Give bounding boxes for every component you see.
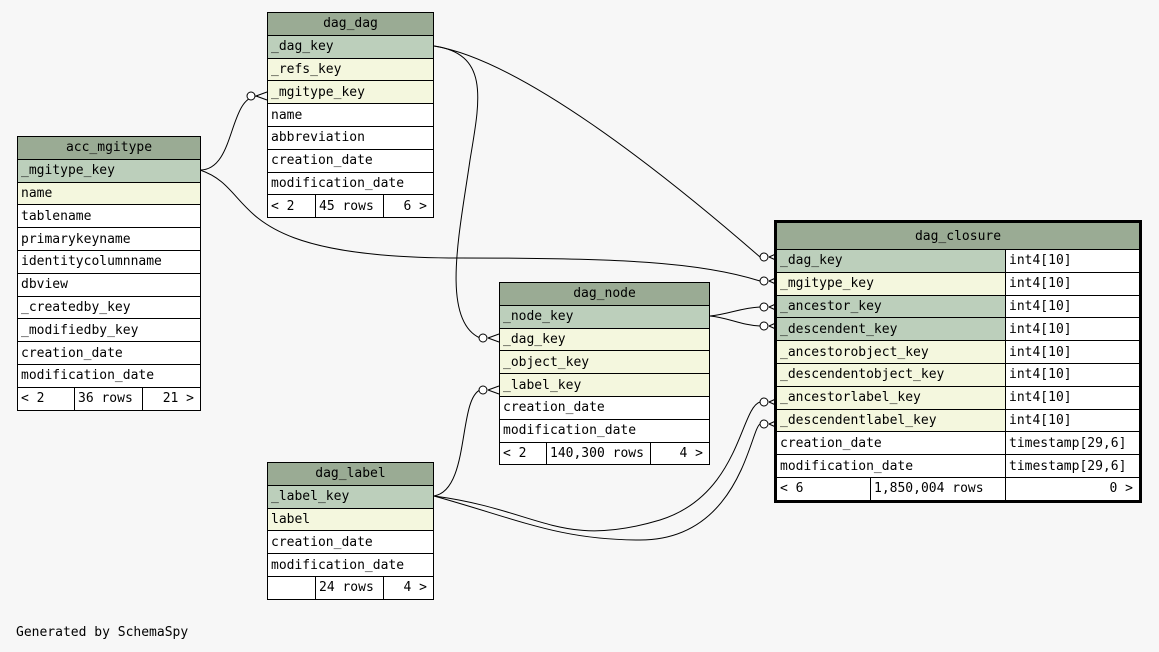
edge-end-circle <box>759 419 769 429</box>
column-name[interactable]: _descendent_key <box>776 317 1006 342</box>
column-row[interactable]: abbreviation <box>267 125 434 150</box>
column-name[interactable]: _mgitype_key <box>776 271 1006 296</box>
children-link[interactable]: 4 > <box>383 575 434 600</box>
column-row[interactable]: modification_date <box>17 363 201 388</box>
column-row[interactable]: _refs_key <box>267 57 434 82</box>
table-title[interactable]: dag_closure <box>776 222 1140 250</box>
column-name[interactable]: _ancestorobject_key <box>776 340 1006 364</box>
crowfoot-mark <box>487 385 500 395</box>
edge-closure-ancestor <box>709 306 761 317</box>
row-count: 1,850,004 rows <box>870 476 1006 501</box>
edge-end-circle <box>759 397 769 407</box>
column-row[interactable]: _label_key <box>499 373 710 397</box>
edge-end-circle <box>759 276 769 286</box>
column-row[interactable]: creation_date <box>499 395 710 420</box>
column-name[interactable]: _ancestorlabel_key <box>776 385 1006 410</box>
column-row[interactable]: _node_key <box>499 304 710 329</box>
edge-dag-dag-mgitype <box>199 95 259 171</box>
generated-by-footer: Generated by SchemaSpy <box>16 625 189 640</box>
parents-link[interactable]: < 6 <box>776 476 871 501</box>
children-link[interactable]: 0 > <box>1005 476 1140 501</box>
table-title[interactable]: dag_label <box>267 462 434 486</box>
column-row[interactable]: creation_date <box>267 148 434 173</box>
edge-closure-ancestorlabel <box>433 401 761 532</box>
column-row[interactable]: tablename <box>17 204 201 229</box>
table-dag-node[interactable]: dag_node _node_key _dag_key _object_key … <box>499 282 710 466</box>
edge-end-circle <box>759 252 769 262</box>
table-dag-dag[interactable]: dag_dag _dag_key _refs_key _mgitype_key … <box>267 12 434 219</box>
table-title[interactable]: dag_node <box>499 282 710 306</box>
column-type: timestamp[29,6] <box>1005 431 1140 456</box>
table-title[interactable]: dag_dag <box>267 12 434 36</box>
column-type: int4[10] <box>1005 385 1140 410</box>
column-row[interactable]: primarykeyname <box>17 227 201 251</box>
table-title[interactable]: acc_mgitype <box>17 136 201 160</box>
column-type: int4[10] <box>1005 271 1140 296</box>
row-count: 140,300 rows <box>546 441 651 466</box>
edge-closure-mgitype <box>199 169 761 282</box>
column-row[interactable]: _mgitype_key <box>267 80 434 105</box>
table-acc-mgitype[interactable]: acc_mgitype _mgitype_key name tablename … <box>17 136 201 411</box>
edge-node-dag-key <box>433 45 481 339</box>
column-row[interactable]: label <box>267 507 434 532</box>
column-row[interactable]: _createdby_key <box>17 295 201 320</box>
column-type: int4[10] <box>1005 317 1140 342</box>
edge-node-label <box>433 389 481 497</box>
column-row[interactable]: dbview <box>17 272 201 297</box>
column-name[interactable]: creation_date <box>776 431 1006 456</box>
column-type: int4[10] <box>1005 294 1140 319</box>
children-link[interactable]: 21 > <box>142 386 201 411</box>
column-row[interactable]: identitycolumnname <box>17 249 201 274</box>
column-type: timestamp[29,6] <box>1005 454 1140 478</box>
column-row[interactable]: name <box>17 181 201 206</box>
parents-link[interactable]: < 2 <box>499 441 547 466</box>
edge-end-circle <box>246 91 256 101</box>
crowfoot-mark <box>255 91 268 101</box>
edge-end-circle <box>478 333 488 343</box>
column-row[interactable]: modification_date <box>267 171 434 196</box>
row-count: 45 rows <box>315 194 384 219</box>
edge-end-circle <box>759 321 769 331</box>
parents-link[interactable] <box>267 575 316 600</box>
row-count: 36 rows <box>74 386 143 411</box>
children-link[interactable]: 6 > <box>383 194 434 219</box>
column-row[interactable]: modification_date <box>499 418 710 443</box>
parents-link[interactable]: < 2 <box>17 386 75 411</box>
row-count: 24 rows <box>315 575 384 600</box>
edge-closure-descendent <box>709 315 761 327</box>
edge-end-circle <box>759 302 769 312</box>
column-name[interactable]: _descendentlabel_key <box>776 408 1006 433</box>
column-name[interactable]: _ancestor_key <box>776 294 1006 319</box>
column-type: int4[10] <box>1005 408 1140 433</box>
column-row[interactable]: _dag_key <box>499 327 710 352</box>
column-row[interactable]: creation_date <box>17 341 201 365</box>
children-link[interactable]: 4 > <box>650 441 710 466</box>
column-type: int4[10] <box>1005 249 1140 273</box>
column-name[interactable]: modification_date <box>776 454 1006 478</box>
column-type: int4[10] <box>1005 340 1140 364</box>
column-row[interactable]: _label_key <box>267 484 434 509</box>
column-name[interactable]: _dag_key <box>776 249 1006 273</box>
column-row[interactable]: _modifiedby_key <box>17 318 201 343</box>
column-row[interactable]: modification_date <box>267 553 434 577</box>
crowfoot-mark <box>487 333 500 343</box>
parents-link[interactable]: < 2 <box>267 194 316 219</box>
column-row[interactable]: creation_date <box>267 530 434 555</box>
table-dag-label[interactable]: dag_label _label_key label creation_date… <box>267 462 434 600</box>
column-row[interactable]: _mgitype_key <box>17 158 201 183</box>
column-row[interactable]: name <box>267 103 434 127</box>
column-row[interactable]: _object_key <box>499 350 710 375</box>
column-name[interactable]: _descendentobject_key <box>776 362 1006 387</box>
column-type: int4[10] <box>1005 362 1140 387</box>
column-row[interactable]: _dag_key <box>267 34 434 59</box>
edge-closure-dag-key <box>433 45 761 258</box>
edge-closure-descendentlabel <box>433 423 761 541</box>
edge-end-circle <box>478 385 488 395</box>
